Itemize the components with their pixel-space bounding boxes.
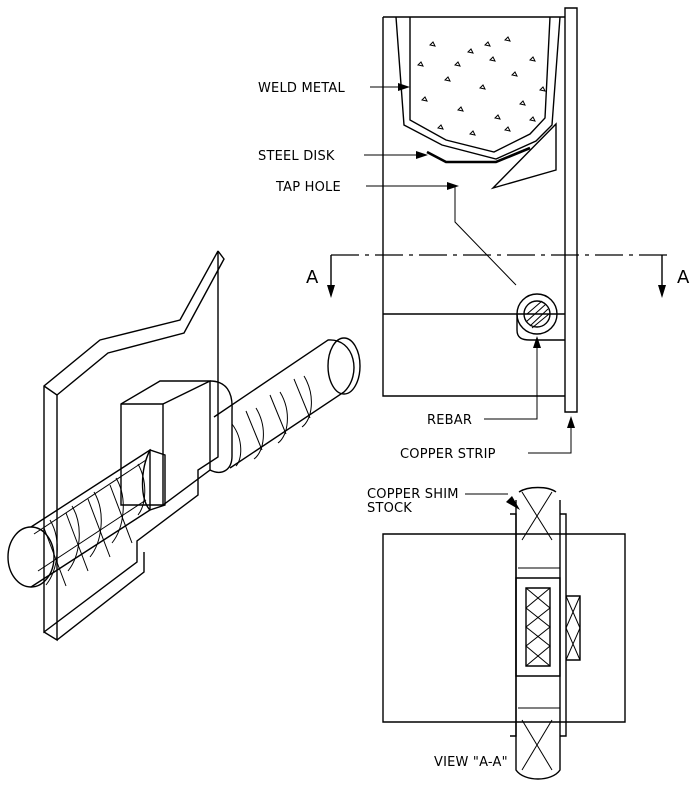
plan-rebar (515, 486, 561, 780)
steel-disk-label: STEEL DISK (258, 149, 335, 164)
mold-outline (382, 16, 565, 397)
side-section-view (382, 7, 578, 413)
tap-hole-label: TAP HOLE (275, 180, 341, 195)
copper-shim-arrow-icon (506, 496, 520, 510)
iso-weld-collar (141, 449, 166, 511)
tap-hole-channel-leader (454, 187, 517, 286)
copper-shim-label-line1: COPPER SHIM (367, 487, 459, 502)
tap-hole-arrow-icon (447, 182, 459, 190)
section-label-left: A (306, 267, 319, 288)
iso-plate (43, 250, 225, 642)
rebar-arrow-icon (533, 336, 541, 348)
section-label-right: A (677, 267, 690, 288)
plan-weld-zone (515, 577, 581, 677)
weld-metal-particles (416, 36, 546, 136)
copper-strip-arrow-icon (567, 416, 575, 428)
weld-metal-arrow-icon (398, 83, 410, 91)
weld-metal-crucible (395, 16, 561, 160)
copper-strip-label: COPPER STRIP (400, 447, 496, 462)
tap-hole-wedge (490, 122, 557, 190)
section-arrow-right-icon (658, 285, 666, 298)
view-caption: VIEW "A-A" (434, 755, 508, 770)
iso-rebar-left (7, 448, 151, 588)
copper-strip (564, 7, 578, 413)
section-cut-line: A A (306, 254, 690, 298)
plan-copper-shims (510, 513, 567, 737)
plan-mold-outline (382, 533, 626, 723)
copper-shim-label-line2: STOCK (367, 501, 412, 516)
steel-disk-arrow-icon (416, 151, 428, 159)
rebar-section (516, 293, 565, 341)
iso-rebar-right (213, 337, 361, 469)
view-a-a: COPPER SHIM STOCK VIEW "A-A" (367, 486, 626, 780)
weld-metal-label: WELD METAL (258, 81, 346, 96)
rebar-label: REBAR (427, 413, 472, 428)
section-arrow-left-icon (327, 285, 335, 298)
steel-disk (426, 146, 531, 164)
callouts: WELD METAL STEEL DISK TAP HOLE REBAR COP… (258, 81, 575, 462)
iso-mold-block (120, 380, 233, 506)
isometric-splice-view (7, 250, 361, 642)
